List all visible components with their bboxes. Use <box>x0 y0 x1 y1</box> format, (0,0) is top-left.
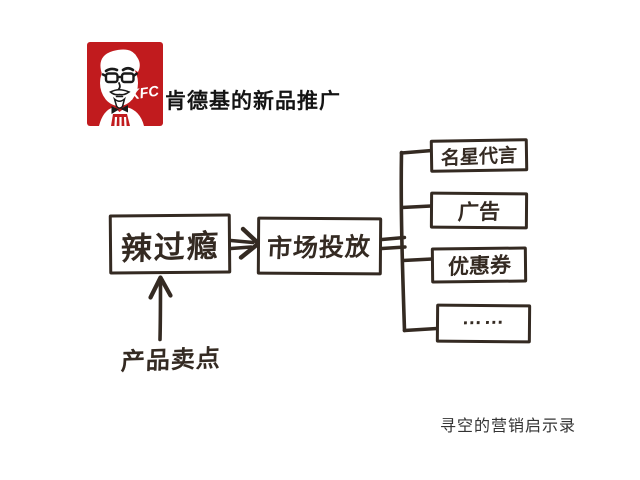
kfc-logo: KFC <box>87 42 163 126</box>
footer-credit: 寻空的营销启示录 <box>440 418 577 435</box>
colonel-goatee <box>113 96 126 109</box>
channel-bracket <box>399 150 407 333</box>
apron-stripes <box>114 116 127 126</box>
node-product-label: 辣过瘾 <box>119 227 221 267</box>
connector-launch-to-bracket <box>380 235 407 251</box>
colonel-mustache <box>109 88 131 96</box>
arrow-product-to-launch <box>229 226 261 260</box>
kfc-wordmark: KFC <box>128 83 160 104</box>
node-market-launch-label: 市场投放 <box>266 233 373 263</box>
stub-channel-4 <box>402 326 439 333</box>
node-market-launch: 市场投放 <box>256 216 383 276</box>
colonel-bowtie <box>111 105 128 114</box>
stub-channel-2 <box>400 204 433 210</box>
stub-channel-3 <box>401 257 434 263</box>
node-channel-more: …… <box>435 303 532 344</box>
node-channel-advertising: 广告 <box>429 191 529 230</box>
node-channel-coupons: 优惠券 <box>430 246 528 284</box>
arrow-selling-point <box>148 275 173 342</box>
node-channel-advertising-label: 广告 <box>457 200 501 224</box>
node-channel-celebrity-label: 名星代言 <box>440 145 518 170</box>
colonel-glasses <box>101 72 139 84</box>
node-channel-more-label: …… <box>460 306 507 330</box>
node-channel-celebrity: 名星代言 <box>429 138 529 173</box>
node-channel-coupons-label: 优惠券 <box>447 253 511 280</box>
stub-channel-1 <box>399 148 434 155</box>
page-title: 肯德基的新品推广 <box>165 90 341 113</box>
selling-point-label: 产品卖点 <box>120 345 222 376</box>
colonel-eyebrows <box>104 66 135 73</box>
node-product: 辣过瘾 <box>108 213 232 275</box>
